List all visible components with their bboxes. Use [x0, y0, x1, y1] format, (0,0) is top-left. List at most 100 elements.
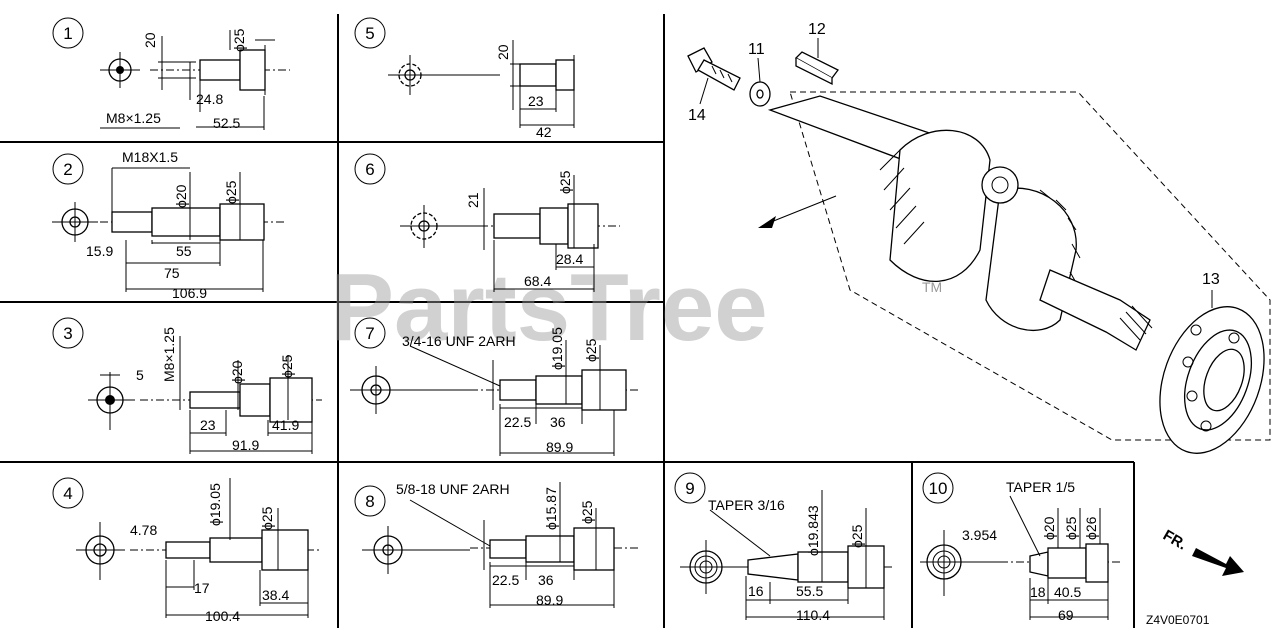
washer-part — [749, 81, 771, 107]
taper-note: TAPER 3/16 — [708, 497, 785, 513]
thread-note: M8×1.25 — [161, 327, 177, 382]
dim-value: ϕ20 — [1041, 516, 1057, 540]
dim-value: 106.9 — [172, 285, 207, 301]
svg-text:7: 7 — [365, 324, 374, 343]
dim-value: 69 — [1058, 607, 1074, 623]
variant-5: 5 20 23 42 — [354, 17, 575, 140]
dim-value: ϕ25 — [223, 180, 239, 204]
dim-value: ϕ20 — [173, 184, 189, 208]
dim-value: ϕ25 — [1063, 516, 1079, 540]
variant-1: 1 20 ϕ25 24.8 52.5 M8×1.25 — [52, 17, 290, 131]
front-arrow-icon — [1192, 548, 1244, 576]
cell-number-badge: 9 — [674, 472, 706, 504]
svg-text:6: 6 — [365, 160, 374, 179]
shaft-end-view — [88, 372, 135, 430]
dim-value: ϕ25 — [279, 354, 295, 378]
dim-value: 21 — [465, 192, 481, 208]
dim-value: 91.9 — [232, 437, 259, 453]
callout-12: 12 — [808, 21, 826, 38]
shaft-end-view — [350, 366, 470, 414]
variant-6: 6 21 ϕ25 28.4 68.4 — [354, 153, 620, 292]
svg-text:2: 2 — [63, 160, 72, 179]
shaft-end-view — [52, 202, 98, 242]
svg-text:10: 10 — [929, 479, 948, 498]
callout-14: 14 — [688, 107, 706, 124]
dim-value: 18 — [1030, 584, 1046, 600]
dim-value: ϕ25 — [579, 500, 595, 524]
dim-value: 89.9 — [536, 592, 563, 608]
thread-note: 3/4-16 UNF 2ARH — [402, 333, 516, 349]
cell-number-badge: 2 — [52, 153, 84, 185]
cell-number-badge: 5 — [354, 17, 386, 49]
cell-number-badge: 7 — [354, 317, 386, 349]
cell-number-badge: 8 — [354, 485, 386, 517]
dim-value: 68.4 — [524, 273, 551, 289]
dim-value: 100.4 — [205, 608, 240, 624]
shaft-side-view — [150, 30, 290, 130]
dim-value: 3.954 — [962, 527, 997, 543]
dim-value: 22.5 — [492, 572, 519, 588]
thread-note: M18X1.5 — [122, 149, 178, 165]
shaft-end-view — [100, 52, 140, 88]
dim-value: 28.4 — [556, 251, 583, 267]
variant-3: 3 5 M8×1.25 ϕ20 ϕ25 23 — [52, 317, 322, 454]
variant-7: 7 3/4-16 UNF 2ARH ϕ19.05 ϕ25 22.5 — [350, 317, 640, 456]
dim-value: 110.4 — [796, 607, 830, 623]
dim-value: 42 — [536, 124, 552, 140]
callout-13: 13 — [1202, 271, 1220, 288]
dim-value: 20 — [495, 44, 511, 60]
cell-number-badge: 6 — [354, 153, 386, 185]
dim-value: 23 — [200, 417, 216, 433]
front-direction-indicator: FR. — [1160, 527, 1244, 576]
bearing-part — [1159, 306, 1265, 454]
shaft-side-view — [130, 478, 322, 618]
svg-text:9: 9 — [685, 479, 694, 498]
dim-value: 52.5 — [213, 115, 240, 131]
grid-lines — [0, 14, 1135, 628]
cell-number-badge: 1 — [52, 17, 84, 49]
dim-value: 55.5 — [796, 583, 823, 599]
dim-value: 55 — [176, 243, 192, 259]
shaft-side-view — [409, 340, 640, 456]
dim-value: 15.9 — [86, 243, 113, 259]
shaft-end-view — [920, 530, 1000, 596]
variant-8: 8 5/8-18 UNF 2ARH ϕ15.87 ϕ25 22.5 — [354, 481, 640, 608]
trademark: TM — [922, 279, 942, 295]
variant-4: 4 4.78 ϕ19.05 ϕ25 17 38.4 100.4 — [52, 477, 322, 624]
dim-value: ϕ25 — [259, 506, 275, 530]
crankshaft-exploded-view: 14 11 12 — [687, 21, 1271, 454]
crankshaft-part — [767, 95, 1153, 351]
bolt-part — [687, 47, 741, 91]
dim-value: 22.5 — [504, 414, 531, 430]
dim-value: 5 — [136, 367, 144, 383]
dim-value: 23 — [528, 93, 544, 109]
shaft-side-view — [140, 336, 322, 454]
shaft-side-view — [480, 175, 620, 292]
dim-value: 36 — [550, 414, 566, 430]
cell-number-badge: 10 — [922, 472, 954, 504]
dim-value: 17 — [194, 580, 210, 596]
dim-value: 38.4 — [262, 587, 289, 603]
variant-9: 9 TAPER 3/16 ϕ19.843 ϕ25 1 — [674, 472, 895, 623]
callout-11: 11 — [748, 41, 765, 58]
variant-10: 10 TAPER 1/5 3.954 ϕ20 ϕ25 — [920, 472, 1120, 623]
svg-text:4: 4 — [63, 484, 72, 503]
shaft-end-view — [680, 540, 740, 594]
dim-value: 40.5 — [1054, 584, 1081, 600]
shaft-side-view — [409, 482, 640, 608]
direction-arrow-icon — [758, 195, 837, 228]
dim-value: 24.8 — [196, 91, 223, 107]
shaft-end-view — [388, 55, 500, 95]
watermark: PartsTree — [330, 254, 768, 361]
dim-value: 75 — [164, 265, 180, 281]
shaft-side-view — [709, 490, 895, 620]
dim-value: ϕ15.87 — [543, 487, 559, 530]
cell-number-badge: 3 — [52, 317, 84, 349]
svg-text:8: 8 — [365, 492, 374, 511]
shaft-side-view — [1000, 495, 1120, 620]
svg-text:1: 1 — [63, 24, 72, 43]
dim-value: ϕ19.05 — [549, 327, 565, 370]
dim-value: ϕ25 — [557, 170, 573, 194]
dim-value: ϕ25 — [231, 28, 247, 52]
